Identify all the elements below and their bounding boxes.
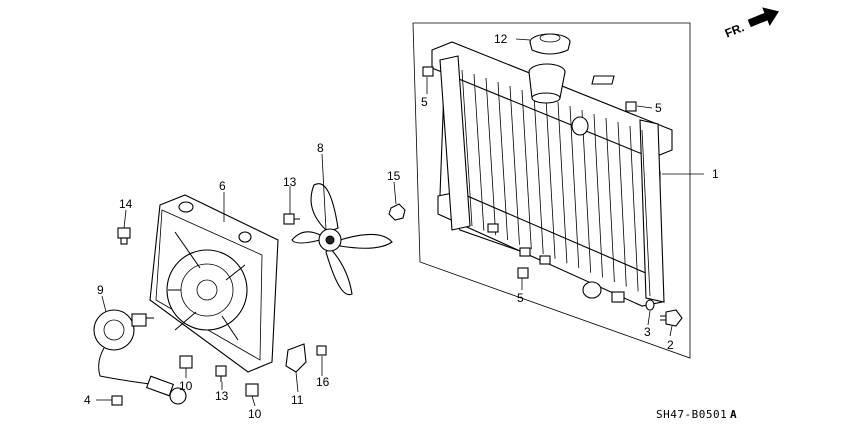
radiator-fin (593, 113, 603, 278)
radiator-fin (461, 69, 473, 227)
callout-1: 1 (712, 167, 719, 181)
fan-blades (291, 183, 393, 296)
fan-motor (93, 309, 154, 385)
callout-12: 12 (494, 32, 508, 46)
callout-15: 15 (387, 169, 401, 183)
radiator-assembly-panel (412, 22, 691, 359)
front-arrow-icon (747, 7, 779, 28)
radiator-fin (641, 129, 651, 297)
callout-16: 16 (316, 375, 330, 389)
callout-13-lower: 13 (215, 389, 229, 403)
drain-plug (660, 309, 683, 327)
radiator-fin (581, 109, 592, 273)
diagram-code-suffix: A (730, 408, 737, 421)
callout-5-right: 5 (655, 101, 662, 115)
radiator-fin (629, 125, 639, 292)
mount-cushion-lower (517, 267, 529, 279)
mount-cushion-right (625, 101, 637, 112)
callout-10-upper: 10 (179, 379, 193, 393)
callout-5-lower: 5 (517, 291, 524, 305)
radiator-fin (533, 93, 544, 255)
nut (388, 203, 406, 221)
callout-10-lower: 10 (248, 407, 262, 421)
fan-shroud (149, 194, 279, 373)
callout-6: 6 (219, 179, 226, 193)
callout-14: 14 (119, 197, 133, 211)
radiator (431, 41, 673, 307)
radiator-fin (521, 89, 532, 250)
clip-10-upper (179, 355, 193, 369)
front-direction-label: FR. (723, 20, 746, 40)
callout-2: 2 (667, 338, 674, 352)
radiator-fin (617, 121, 627, 287)
diagram-code: SH47-B0501 A (656, 408, 737, 421)
callout-4: 4 (84, 393, 91, 407)
diagram-code-text: SH47-B0501 (656, 408, 727, 421)
radiator-fin (569, 105, 580, 269)
stud-bolt (117, 227, 131, 245)
label-plate (591, 75, 615, 85)
radiator-fin (545, 97, 556, 259)
fan-nut (283, 213, 300, 225)
clip-10-lower (245, 383, 259, 397)
mount-cushion-left (422, 66, 434, 77)
callout-8: 8 (317, 141, 324, 155)
drain-washer (645, 299, 655, 311)
callout-9: 9 (97, 283, 104, 297)
leader-lines (96, 38, 704, 407)
bracket (285, 343, 307, 373)
shroud-bolt (215, 365, 227, 382)
front-direction-indicator: FR. (723, 7, 779, 41)
radiator-fin (473, 73, 485, 231)
callout-3: 3 (644, 325, 651, 339)
radiator-cap (529, 33, 571, 55)
callout-13-upper: 13 (283, 175, 297, 189)
grommet-clip (111, 395, 123, 406)
clip-16 (316, 345, 327, 356)
radiator-fin (509, 85, 520, 245)
radiator-fin (605, 117, 615, 283)
callout-5-left: 5 (421, 95, 428, 109)
radiator-fin (485, 77, 497, 236)
radiator-core-fins (461, 69, 651, 297)
callout-11: 11 (291, 393, 304, 407)
motor-connector (145, 375, 187, 405)
radiator-fin (557, 101, 568, 264)
radiator-fin (497, 81, 508, 241)
